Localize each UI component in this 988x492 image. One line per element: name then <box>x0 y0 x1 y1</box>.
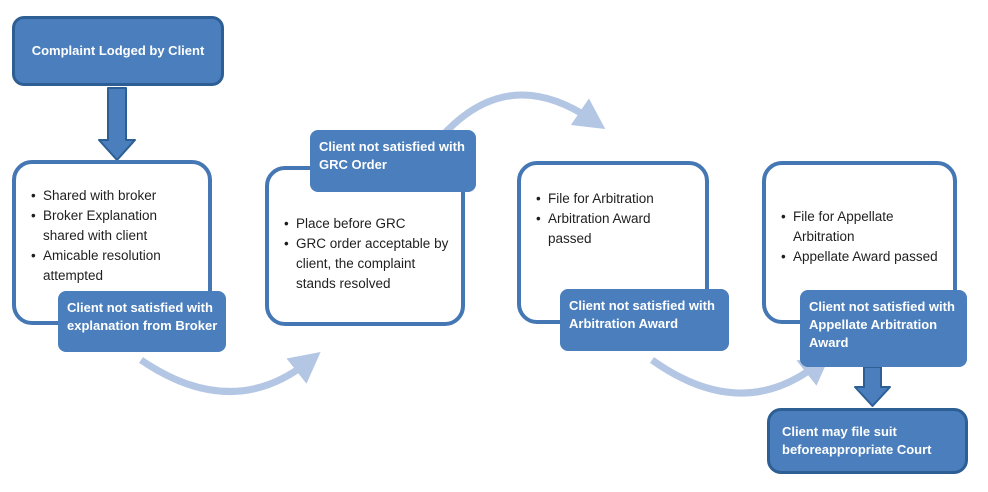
outcome-label-arbitration: Client not satisfied with Arbitration Aw… <box>560 289 729 351</box>
outcome-label-arbitration-text: Client not satisfied with Arbitration Aw… <box>569 298 715 332</box>
bullet-item: Appellate Award passed <box>780 247 947 267</box>
grc-bullet-list: Place before GRCGRC order acceptable by … <box>269 170 461 294</box>
arbitration-bullet-list: File for ArbitrationArbitration Award pa… <box>521 165 705 249</box>
bullet-item: Arbitration Award passed <box>535 209 697 249</box>
curved-arrow-icon <box>139 352 321 395</box>
curved-arrow-icon <box>649 354 831 397</box>
outcome-label-broker-text: Client not satisfied with explanation fr… <box>67 300 218 334</box>
outcome-label-appellate: Client not satisfied with Appellate Arbi… <box>800 290 967 367</box>
end-node-court: Client may file suit beforeappropriate C… <box>767 408 968 474</box>
bullet-item: Place before GRC <box>283 214 455 234</box>
entry-label-grc-text: Client not satisfied with GRC Order <box>319 139 465 173</box>
bullet-item: Amicable resolution attempted <box>30 246 200 286</box>
outcome-label-broker: Client not satisfied with explanation fr… <box>58 291 226 352</box>
outcome-label-appellate-text: Client not satisfied with Appellate Arbi… <box>809 299 955 351</box>
bullet-item: File for Appellate Arbitration <box>780 207 947 247</box>
broker-bullet-list: Shared with brokerBroker Explanation sha… <box>16 164 208 286</box>
start-node-complaint-lodged: Complaint Lodged by Client <box>12 16 224 86</box>
process-box-broker: Shared with brokerBroker Explanation sha… <box>12 160 212 325</box>
bullet-item: Shared with broker <box>30 186 200 206</box>
entry-label-grc: Client not satisfied with GRC Order <box>310 130 476 192</box>
end-node-label: Client may file suit beforeappropriate C… <box>782 424 932 457</box>
bullet-item: File for Arbitration <box>535 189 697 209</box>
down-arrow-icon <box>98 87 136 161</box>
bullet-item: GRC order acceptable by client, the comp… <box>283 234 455 294</box>
appellate-bullet-list: File for Appellate ArbitrationAppellate … <box>766 165 953 267</box>
down-arrow-icon <box>854 366 891 407</box>
start-node-label: Complaint Lodged by Client <box>31 43 205 59</box>
bullet-item: Broker Explanation shared with client <box>30 206 200 246</box>
